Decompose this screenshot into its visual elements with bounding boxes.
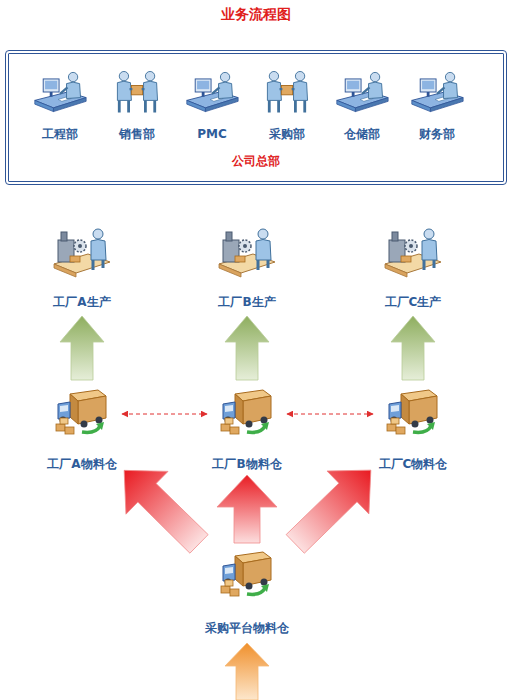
department-node: 工程部	[25, 62, 95, 142]
transfer-line	[287, 414, 373, 415]
department-node: 仓储部	[327, 62, 397, 142]
node-label: 采购平台物料仓	[205, 620, 289, 636]
factory-production-node: 工厂A生产	[42, 222, 122, 310]
warehouse-icons	[56, 390, 437, 596]
production-arrow	[391, 316, 435, 380]
factory-warehouse-node: 工厂B物料仓	[207, 386, 287, 472]
diagram-title: 业务流程图	[0, 4, 512, 24]
node-label: 工厂A生产	[53, 294, 110, 310]
department-node: PMC	[177, 62, 247, 142]
headquarters-band: 公司总部 工程部 销售部 PMC 采购部 仓储部 财务部	[5, 50, 507, 185]
node-label: 销售部	[119, 126, 155, 142]
transfer-line	[122, 414, 207, 415]
department-icons	[35, 71, 463, 112]
node-label: PMC	[197, 126, 227, 142]
production-arrow	[60, 316, 104, 380]
factory-warehouse-node: 工厂C物料仓	[373, 386, 453, 472]
supply-arrow	[217, 475, 277, 543]
node-label: 工厂B物料仓	[212, 456, 281, 472]
factory-production-node: 工厂C生产	[373, 222, 453, 310]
factory-production-node: 工厂B生产	[207, 222, 287, 310]
department-node: 财务部	[402, 62, 472, 142]
node-label: 财务部	[419, 126, 455, 142]
supply-inflow-arrow	[225, 643, 269, 700]
node-label: 工程部	[42, 126, 78, 142]
supply-arrow	[124, 470, 208, 553]
node-label: 工厂C生产	[385, 294, 442, 310]
factory-warehouse-node: 工厂A物料仓	[42, 386, 122, 472]
department-node: 销售部	[102, 62, 172, 142]
node-label: 工厂B生产	[218, 294, 275, 310]
node-label: 仓储部	[344, 126, 380, 142]
node-label: 工厂A物料仓	[47, 456, 116, 472]
node-label: 采购部	[269, 126, 305, 142]
factory-icons	[54, 229, 441, 277]
department-node: 采购部	[252, 62, 322, 142]
supply-arrow	[286, 470, 371, 553]
node-label: 工厂C物料仓	[379, 456, 448, 472]
procurement-warehouse-node: 采购平台物料仓	[197, 546, 297, 636]
production-arrow	[225, 316, 269, 380]
node-label: 公司总部	[232, 153, 280, 169]
